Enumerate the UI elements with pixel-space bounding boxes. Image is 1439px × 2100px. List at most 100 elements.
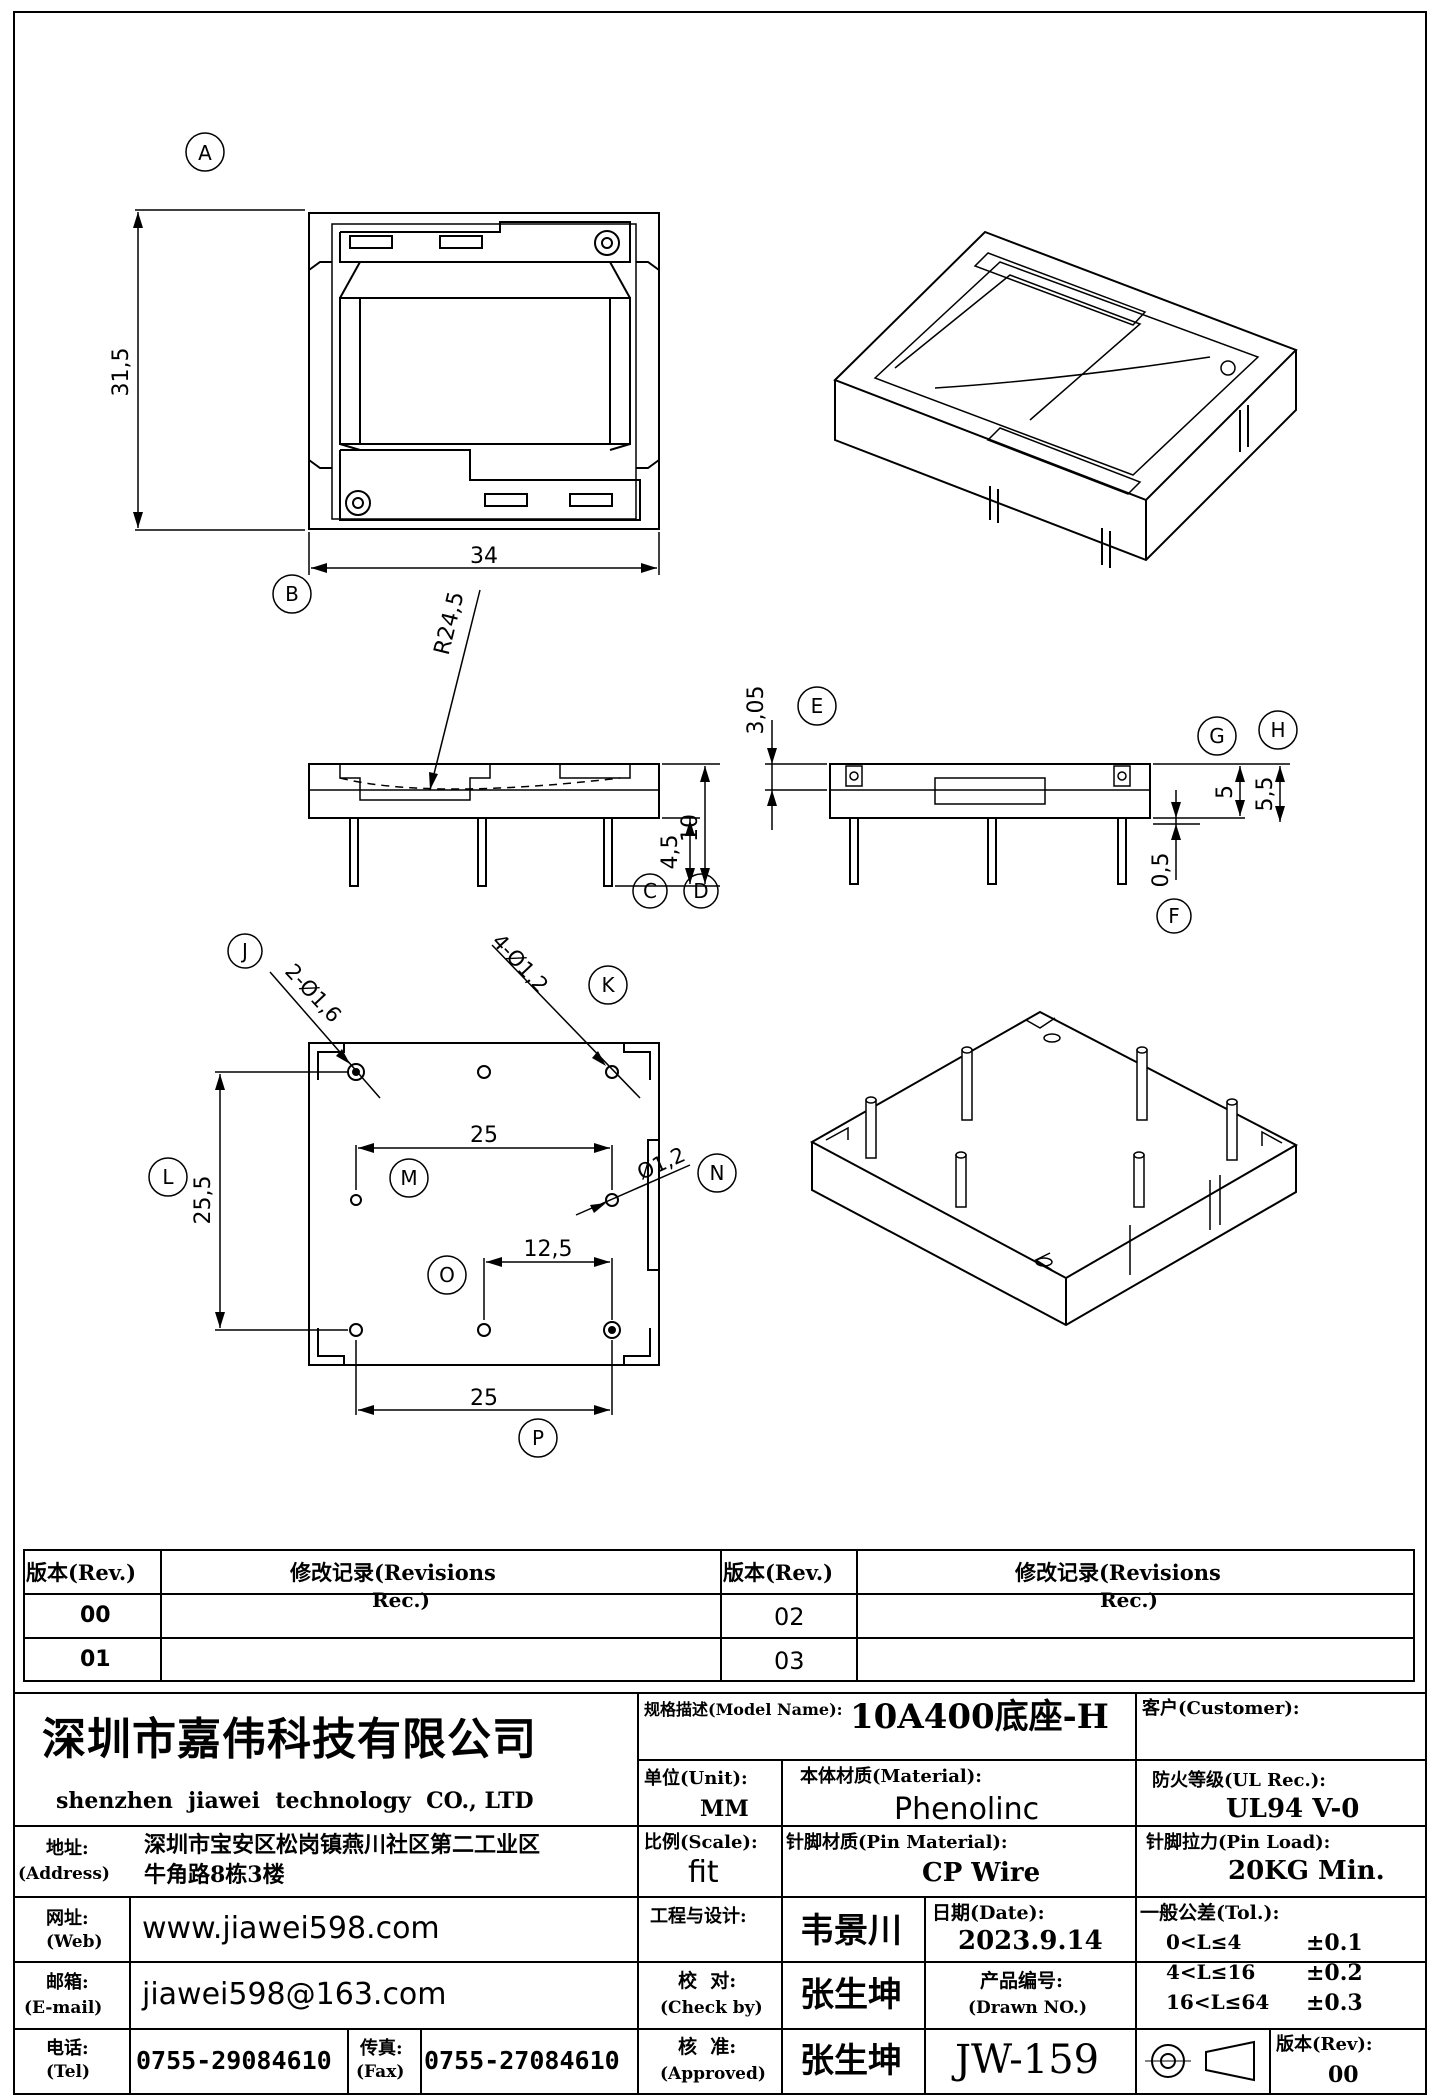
email-link[interactable]: jiawei598@163.com <box>142 1977 447 2012</box>
iso-view-bottom-pins <box>865 1046 1238 1208</box>
dim-pitch-h2: 25 <box>470 1386 498 1411</box>
projection-symbol-icon <box>1145 2040 1255 2082</box>
rev-header-right: 版本(Rev.) <box>723 1560 834 1585</box>
tol-label: 一般公差(Tol.): <box>1140 1902 1280 1924</box>
label-a: A <box>198 141 212 165</box>
label-c: C <box>643 879 657 903</box>
dim-pitch-v: 25,5 <box>191 1176 216 1225</box>
approve-label-en: (Approved) <box>660 2064 766 2084</box>
dim-arrows-side-b <box>429 766 710 884</box>
label-e: E <box>811 694 824 718</box>
revision-table-grid <box>23 1549 1415 1682</box>
model-value: 10A400底座-H <box>850 1697 1109 1737</box>
scale-value: fit <box>688 1855 719 1890</box>
approver-value: 张生坤 <box>800 2041 902 2081</box>
unit-label: 单位(Unit): <box>644 1768 748 1789</box>
pin-load-label: 针脚拉力(Pin Load): <box>1146 1832 1331 1853</box>
address-label: 地址: <box>46 1838 89 1859</box>
drawn-label: 产品编号: <box>980 1970 1064 1992</box>
label-b: B <box>285 582 299 606</box>
unit-value: MM <box>700 1796 749 1822</box>
label-n: N <box>710 1161 725 1185</box>
date-label: 日期(Date): <box>932 1902 1045 1924</box>
rec-header-left-1: 修改记录(Revisions <box>290 1560 496 1585</box>
dim-arrows-side-e <box>767 748 1285 840</box>
dim-height-top: 31,5 <box>109 348 134 397</box>
dim-g: 5 <box>1213 785 1238 799</box>
company-name-en: shenzhen jiawei technology CO., LTD <box>56 1788 534 1814</box>
tol-val-1: ±0.1 <box>1306 1930 1363 1956</box>
drawn-label-en: (Drawn NO.) <box>968 1998 1087 2018</box>
material-value: Phenolinc <box>894 1792 1040 1827</box>
tol-val-3: ±0.3 <box>1306 1990 1363 2016</box>
web-label-en: (Web) <box>46 1932 103 1952</box>
dim-h: 5,5 <box>1253 777 1278 812</box>
bottom-view <box>308 1042 660 1366</box>
designer-value: 韦景川 <box>800 1911 902 1951</box>
address-line1: 深圳市宝安区松岗镇燕川社区第二工业区 <box>144 1832 541 1858</box>
dim-holes-k: 4-Ø1,2 <box>487 929 553 997</box>
model-label: 规格描述(Model Name): <box>644 1700 843 1719</box>
scale-label: 比例(Scale): <box>644 1832 758 1853</box>
label-o: O <box>439 1263 455 1287</box>
dim-arrows-top <box>133 212 657 573</box>
check-label-en: (Check by) <box>660 1998 763 2018</box>
company-name-cn: 深圳市嘉伟科技有限公司 <box>42 1714 537 1765</box>
ul-value: UL94 V-0 <box>1226 1794 1360 1824</box>
label-l: L <box>162 1165 174 1189</box>
label-h: H <box>1270 718 1285 742</box>
dim-pitch-h1: 25 <box>470 1123 498 1148</box>
fax-label-en: (Fax) <box>356 2062 405 2082</box>
rev-row-02: 02 <box>774 1603 805 1631</box>
top-view <box>308 212 660 530</box>
web-link[interactable]: www.jiawei598.com <box>142 1911 440 1946</box>
date-value: 2023.9.14 <box>958 1926 1103 1956</box>
side-view-b <box>308 763 660 887</box>
label-m: M <box>400 1166 417 1190</box>
material-label: 本体材质(Material): <box>800 1766 982 1787</box>
dim-f: 0,5 <box>1149 853 1174 888</box>
customer-label: 客户(Customer): <box>1142 1698 1300 1719</box>
check-label: 校 对: <box>678 1970 737 1992</box>
view-label-text: A B C D E F G H J K L M N O P <box>162 141 1285 1450</box>
tol-range-3: 16<L≤64 <box>1166 1990 1270 2014</box>
dim-pitch-half: 12,5 <box>524 1237 573 1262</box>
label-p: P <box>532 1426 544 1450</box>
bottom-view-dimensions <box>215 944 691 1415</box>
tol-range-1: 0<L≤4 <box>1166 1930 1242 1954</box>
label-k: K <box>601 973 615 997</box>
rec-header-left-2: Rec.) <box>372 1588 430 1612</box>
label-g: G <box>1209 724 1225 748</box>
address-label-en: (Address) <box>18 1864 110 1884</box>
web-label: 网址: <box>46 1908 89 1929</box>
email-label: 邮箱: <box>46 1972 89 1993</box>
label-f: F <box>1168 904 1180 928</box>
top-view-dimensions <box>135 209 660 575</box>
tol-range-2: 4<L≤16 <box>1166 1960 1256 1984</box>
dim-width-top: 34 <box>470 544 498 569</box>
fax-value: 0755-27084610 <box>424 2046 620 2075</box>
tel-label-en: (Tel) <box>46 2062 91 2082</box>
label-d: D <box>693 879 708 903</box>
dim-holes-j: 2-Ø1,6 <box>280 959 346 1027</box>
approve-label: 核 准: <box>678 2036 737 2058</box>
dim-side-height: 10 <box>678 814 703 842</box>
dim-pin-length: 4,5 <box>658 835 683 870</box>
ul-label: 防火等级(UL Rec.): <box>1152 1770 1326 1791</box>
rev-value: 00 <box>1328 2062 1359 2088</box>
dim-e: 3,05 <box>744 686 769 735</box>
iso-view-top <box>833 230 1298 568</box>
title-block-grid <box>13 1692 1427 2095</box>
design-label: 工程与设计: <box>650 1906 747 1927</box>
drawing-number: JW-159 <box>955 2037 1100 2083</box>
view-labels <box>148 132 1298 1458</box>
rev-row-03: 03 <box>774 1647 805 1675</box>
tol-val-2: ±0.2 <box>1306 1960 1363 1986</box>
side-view-e <box>829 763 1151 885</box>
rev-label: 版本(Rev): <box>1276 2034 1373 2055</box>
rev-row-01: 01 <box>80 1647 111 1672</box>
iso-view-bottom <box>809 1010 1299 1327</box>
dim-arrows-bottom <box>215 1049 610 1415</box>
tel-value: 0755-29084610 <box>136 2046 332 2075</box>
